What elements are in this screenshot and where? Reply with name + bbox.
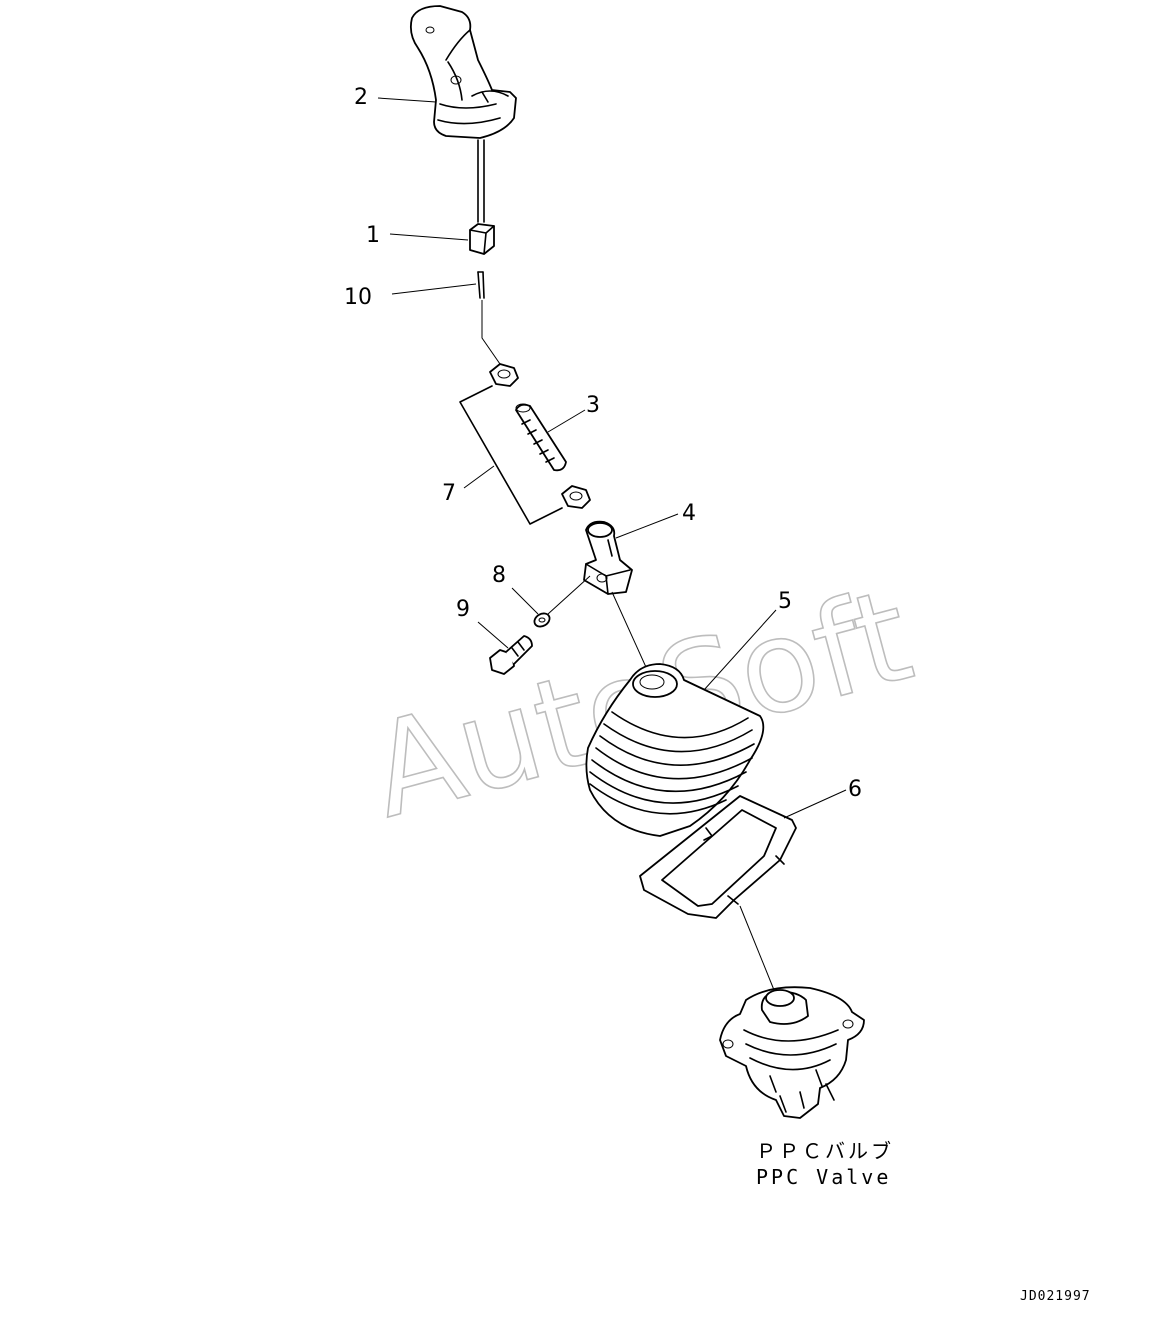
leader-10 [391,283,477,295]
callout-10: 10 [344,285,372,310]
leader-8 [511,587,539,615]
part-3-rod [515,403,567,472]
callout-5: 5 [778,589,792,614]
callout-2: 2 [354,85,368,110]
callout-8: 8 [492,563,506,588]
part-6-frame [639,795,797,919]
harness-cable [477,139,485,223]
part-10-pin [477,271,485,299]
part-9-bolt [489,635,533,675]
leader-1 [389,233,469,241]
caption-en: PPC Valve [756,1165,891,1189]
part-5-boot [585,663,765,837]
callout-6: 6 [848,777,862,802]
leader-6 [783,789,847,819]
callout-1: 1 [366,223,380,248]
part-8-washer [533,612,551,628]
part-4-joint [583,520,633,595]
ppc-valve [719,986,865,1119]
callout-9: 9 [456,597,470,622]
caption-jp: ＰＰＣバルブ [756,1139,894,1163]
part-2-lever-grip [409,5,517,139]
part-7-bracket [459,385,563,525]
callout-3: 3 [586,393,600,418]
leader-5 [703,609,777,691]
leader-7 [463,465,495,489]
leader-3 [547,409,586,433]
callout-7: 7 [442,481,456,506]
leader-2 [377,97,437,103]
callout-4: 4 [682,501,696,526]
leader-9 [477,621,509,649]
drawing-code: JD021997 [1020,1289,1091,1304]
part-7-nut-lower [561,485,591,509]
leader-4 [615,513,679,539]
part-7-nut-upper [489,363,519,387]
part-1-connector [469,223,495,255]
